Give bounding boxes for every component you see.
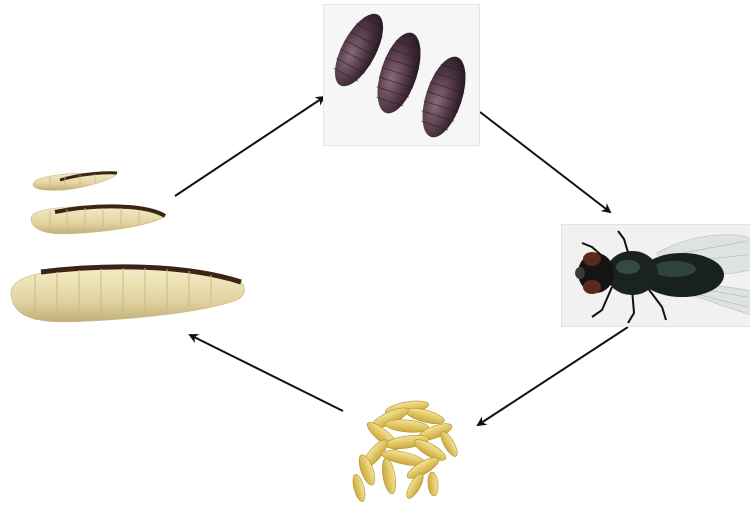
arrow-eggs-to-larvae [190,335,343,411]
arrow-pupae-to-adult [480,112,610,212]
larva-icon [33,173,117,191]
larva-icon [31,206,165,234]
pupae-stage [323,4,480,146]
egg-cluster-icon [351,398,461,503]
larvae-stage [5,160,255,330]
adult-fly-stage [561,224,750,327]
larva-icon [11,267,245,322]
arrow-adult-to-eggs [478,327,628,425]
pupa-icon [414,51,474,142]
eggs-stage [345,388,470,506]
fly-icon [575,231,750,323]
